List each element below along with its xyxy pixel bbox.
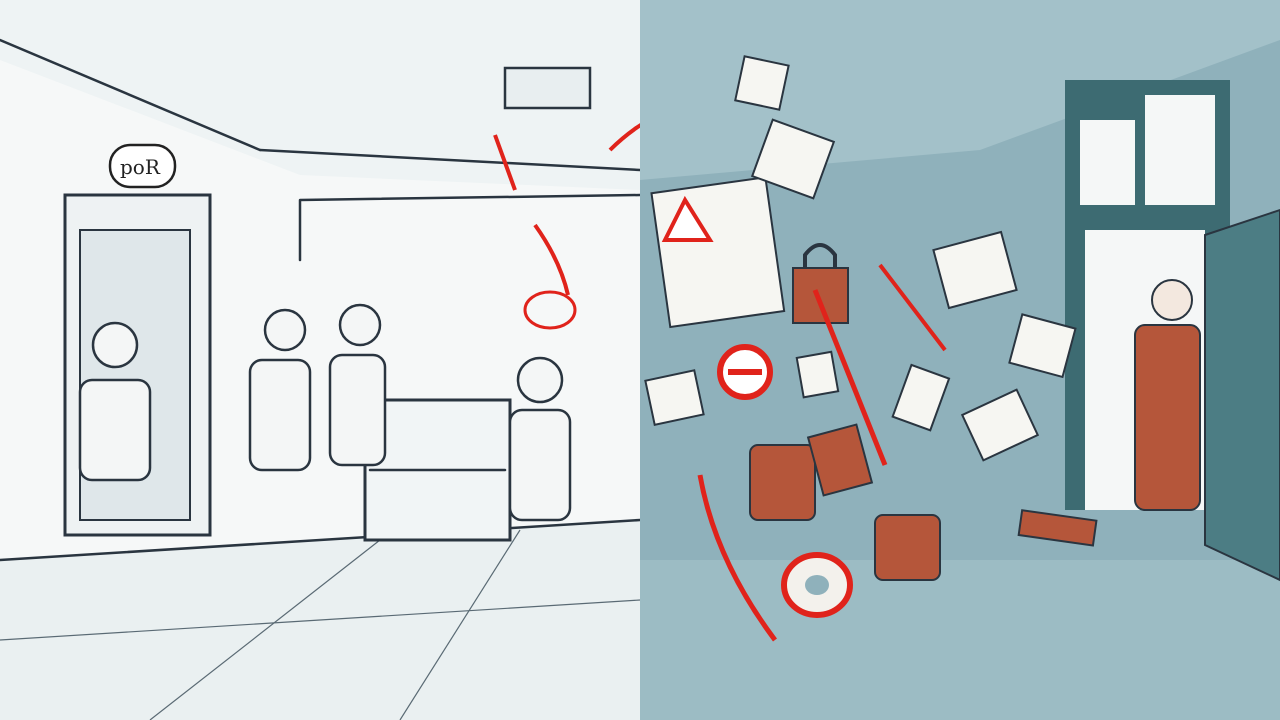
clutter-buckets bbox=[749, 423, 1098, 581]
chaotic-room bbox=[640, 0, 1280, 720]
red-circle-mark bbox=[523, 290, 577, 330]
padlock bbox=[792, 267, 849, 324]
red-arrow bbox=[697, 474, 778, 642]
people-queue bbox=[78, 303, 572, 522]
orderly-hallway: poR bbox=[0, 38, 681, 720]
person-red-jacket bbox=[1134, 324, 1201, 511]
tape-roll bbox=[781, 552, 853, 618]
warning-icon bbox=[661, 195, 714, 242]
right-door bbox=[1204, 208, 1280, 582]
no-entry-icon bbox=[717, 344, 773, 400]
red-arrow bbox=[493, 134, 517, 191]
red-arrow bbox=[878, 263, 947, 352]
sign-text: poR bbox=[120, 155, 161, 179]
ceiling-vent bbox=[503, 66, 592, 110]
red-arrow bbox=[812, 289, 888, 466]
door-sign: poR bbox=[108, 143, 177, 189]
red-arrow bbox=[533, 223, 570, 296]
